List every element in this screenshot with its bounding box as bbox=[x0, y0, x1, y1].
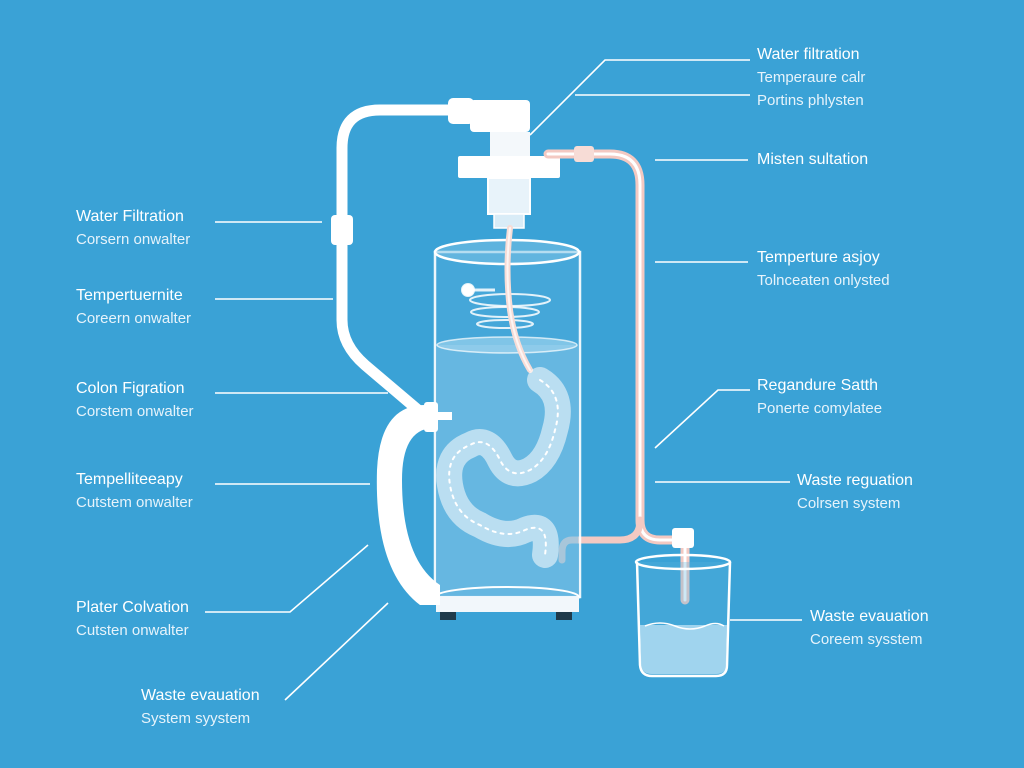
pipe-coupling bbox=[331, 215, 353, 245]
left-label-plater-colvation: Plater Colvation Cutsten onwalter bbox=[76, 598, 189, 641]
left-label-water-filtration: Water Filtration Corsern onwalter bbox=[76, 207, 190, 250]
label-subtitle: Corstem onwalter bbox=[76, 403, 194, 420]
right-label-waste-evauation: Waste evauation Coreem sysstem bbox=[810, 607, 929, 650]
label-title: Tempelliteeapy bbox=[76, 471, 183, 488]
label-title: Regandure Satth bbox=[757, 377, 878, 394]
label-subtitle: Cutsten onwalter bbox=[76, 622, 189, 639]
label-subtitle: Temperaure calr bbox=[757, 69, 866, 86]
left-label-waste-evauation: Waste evauation System syystem bbox=[141, 686, 260, 729]
leader-line-right-1 bbox=[529, 59, 750, 136]
colon-model-icon bbox=[436, 367, 571, 568]
label-subtitle: Coreern onwalter bbox=[76, 310, 192, 327]
supply-pipe bbox=[336, 104, 466, 416]
leader-line-left-5 bbox=[205, 544, 369, 613]
label-subtitle: Ponerte comylatee bbox=[757, 400, 883, 417]
label-title: Waste reguation bbox=[797, 472, 913, 489]
label-title: Waste evauation bbox=[141, 687, 260, 704]
label-title: Plater Colvation bbox=[76, 599, 189, 616]
tube-connector-bottom bbox=[672, 528, 694, 548]
side-reservoir bbox=[376, 402, 452, 605]
right-label-waste-reguation: Waste reguation Colrsen system bbox=[797, 471, 913, 514]
label-subtitle: Corsern onwalter bbox=[76, 231, 191, 248]
left-label-colon-figration: Colon Figration Corstem onwalter bbox=[76, 379, 194, 422]
label-title: Colon Figration bbox=[76, 380, 185, 397]
left-label-temperature: Tempertuernite Coreern onwalter bbox=[76, 286, 191, 329]
label-title: Water Filtration bbox=[76, 208, 184, 225]
left-label-tempelliteeapy: Tempelliteeapy Cutstem onwalter bbox=[76, 470, 193, 513]
right-label-water-filtration: Water filtration Temperaure calr Portins… bbox=[757, 45, 865, 111]
leader-line-right-4 bbox=[654, 389, 750, 449]
label-subtitle: System syystem bbox=[141, 710, 251, 727]
label-subtitle: Tolnceaten onlysted bbox=[757, 272, 890, 289]
label-title: Waste evauation bbox=[810, 608, 929, 625]
label-subtitle: Coreem sysstem bbox=[810, 631, 923, 648]
right-label-misten-sultation: Misten sultation bbox=[757, 150, 868, 170]
right-label-temperture-asjoy: Temperture asjoy Tolnceaten onlysted bbox=[757, 248, 890, 291]
leader-line-left-6 bbox=[284, 602, 389, 701]
beaker-icon bbox=[634, 553, 732, 678]
valve-icon bbox=[458, 100, 560, 229]
pipe-elbow-joint bbox=[448, 98, 474, 124]
label-subtitle-2: Portins phlysten bbox=[757, 92, 864, 109]
tube-connector-top bbox=[574, 146, 594, 162]
label-subtitle: Cutstem onwalter bbox=[76, 494, 193, 511]
label-title: Water filtration bbox=[757, 46, 860, 63]
label-title: Tempertuernite bbox=[76, 287, 183, 304]
label-title: Temperture asjoy bbox=[757, 249, 880, 266]
right-label-regandure-satth: Regandure Satth Ponerte comylatee bbox=[757, 376, 882, 419]
leader-lines bbox=[205, 59, 802, 701]
inlet-tube bbox=[543, 149, 690, 605]
label-subtitle: Colrsen system bbox=[797, 495, 901, 512]
label-title: Misten sultation bbox=[757, 151, 869, 168]
